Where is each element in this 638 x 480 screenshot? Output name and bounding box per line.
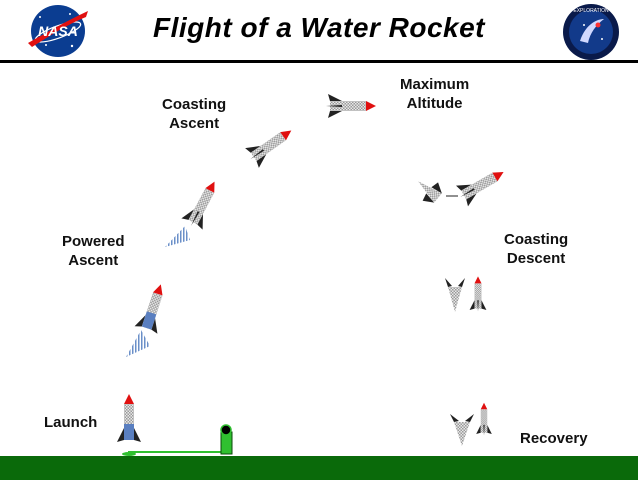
header-divider bbox=[0, 60, 638, 63]
nasa-logo-text: NASA bbox=[38, 23, 78, 39]
launch-base bbox=[122, 452, 136, 456]
label-recovery: Recovery bbox=[520, 430, 588, 447]
label-coasting-descent: Coasting Descent bbox=[504, 230, 568, 268]
label-max-line1: Maximum bbox=[400, 76, 470, 93]
page-title: Flight of a Water Rocket bbox=[153, 12, 485, 43]
rocket-max-altitude bbox=[326, 94, 376, 118]
label-powered-ascent: Powered Ascent bbox=[62, 232, 125, 270]
rocket-powered-1 bbox=[126, 280, 173, 357]
label-launch: Launch bbox=[44, 414, 98, 431]
label-max-line2: Altitude bbox=[406, 95, 463, 112]
label-coasting-ascent-line1: Coasting bbox=[162, 96, 227, 113]
label-coasting-descent-line1: Coasting bbox=[504, 231, 569, 248]
pressure-gauge bbox=[220, 424, 232, 436]
rocket-descent bbox=[445, 276, 487, 312]
exploration-logo: EXPLORATION bbox=[563, 4, 619, 60]
label-coasting-descent-line2: Descent bbox=[506, 250, 566, 267]
label-powered-line2: Ascent bbox=[68, 252, 119, 269]
rocket-recovery bbox=[450, 402, 492, 446]
label-coasting-ascent: Coasting Ascent bbox=[162, 95, 226, 133]
rocket-coasting-descent bbox=[418, 161, 510, 208]
rocket-powered-2 bbox=[165, 175, 226, 247]
exploration-logo-text: EXPLORATION bbox=[573, 8, 609, 14]
rocket-coasting-ascent bbox=[243, 120, 299, 169]
rocket-launch bbox=[117, 394, 141, 442]
label-coasting-ascent-line2: Ascent bbox=[169, 115, 220, 132]
label-powered-line1: Powered bbox=[62, 233, 125, 250]
nasa-logo: NASA bbox=[28, 5, 88, 57]
label-maximum-altitude: Maximum Altitude bbox=[400, 75, 469, 113]
ground bbox=[0, 456, 638, 480]
header: NASA Flight of a Water Rocket EXPLORATIO… bbox=[0, 0, 638, 63]
